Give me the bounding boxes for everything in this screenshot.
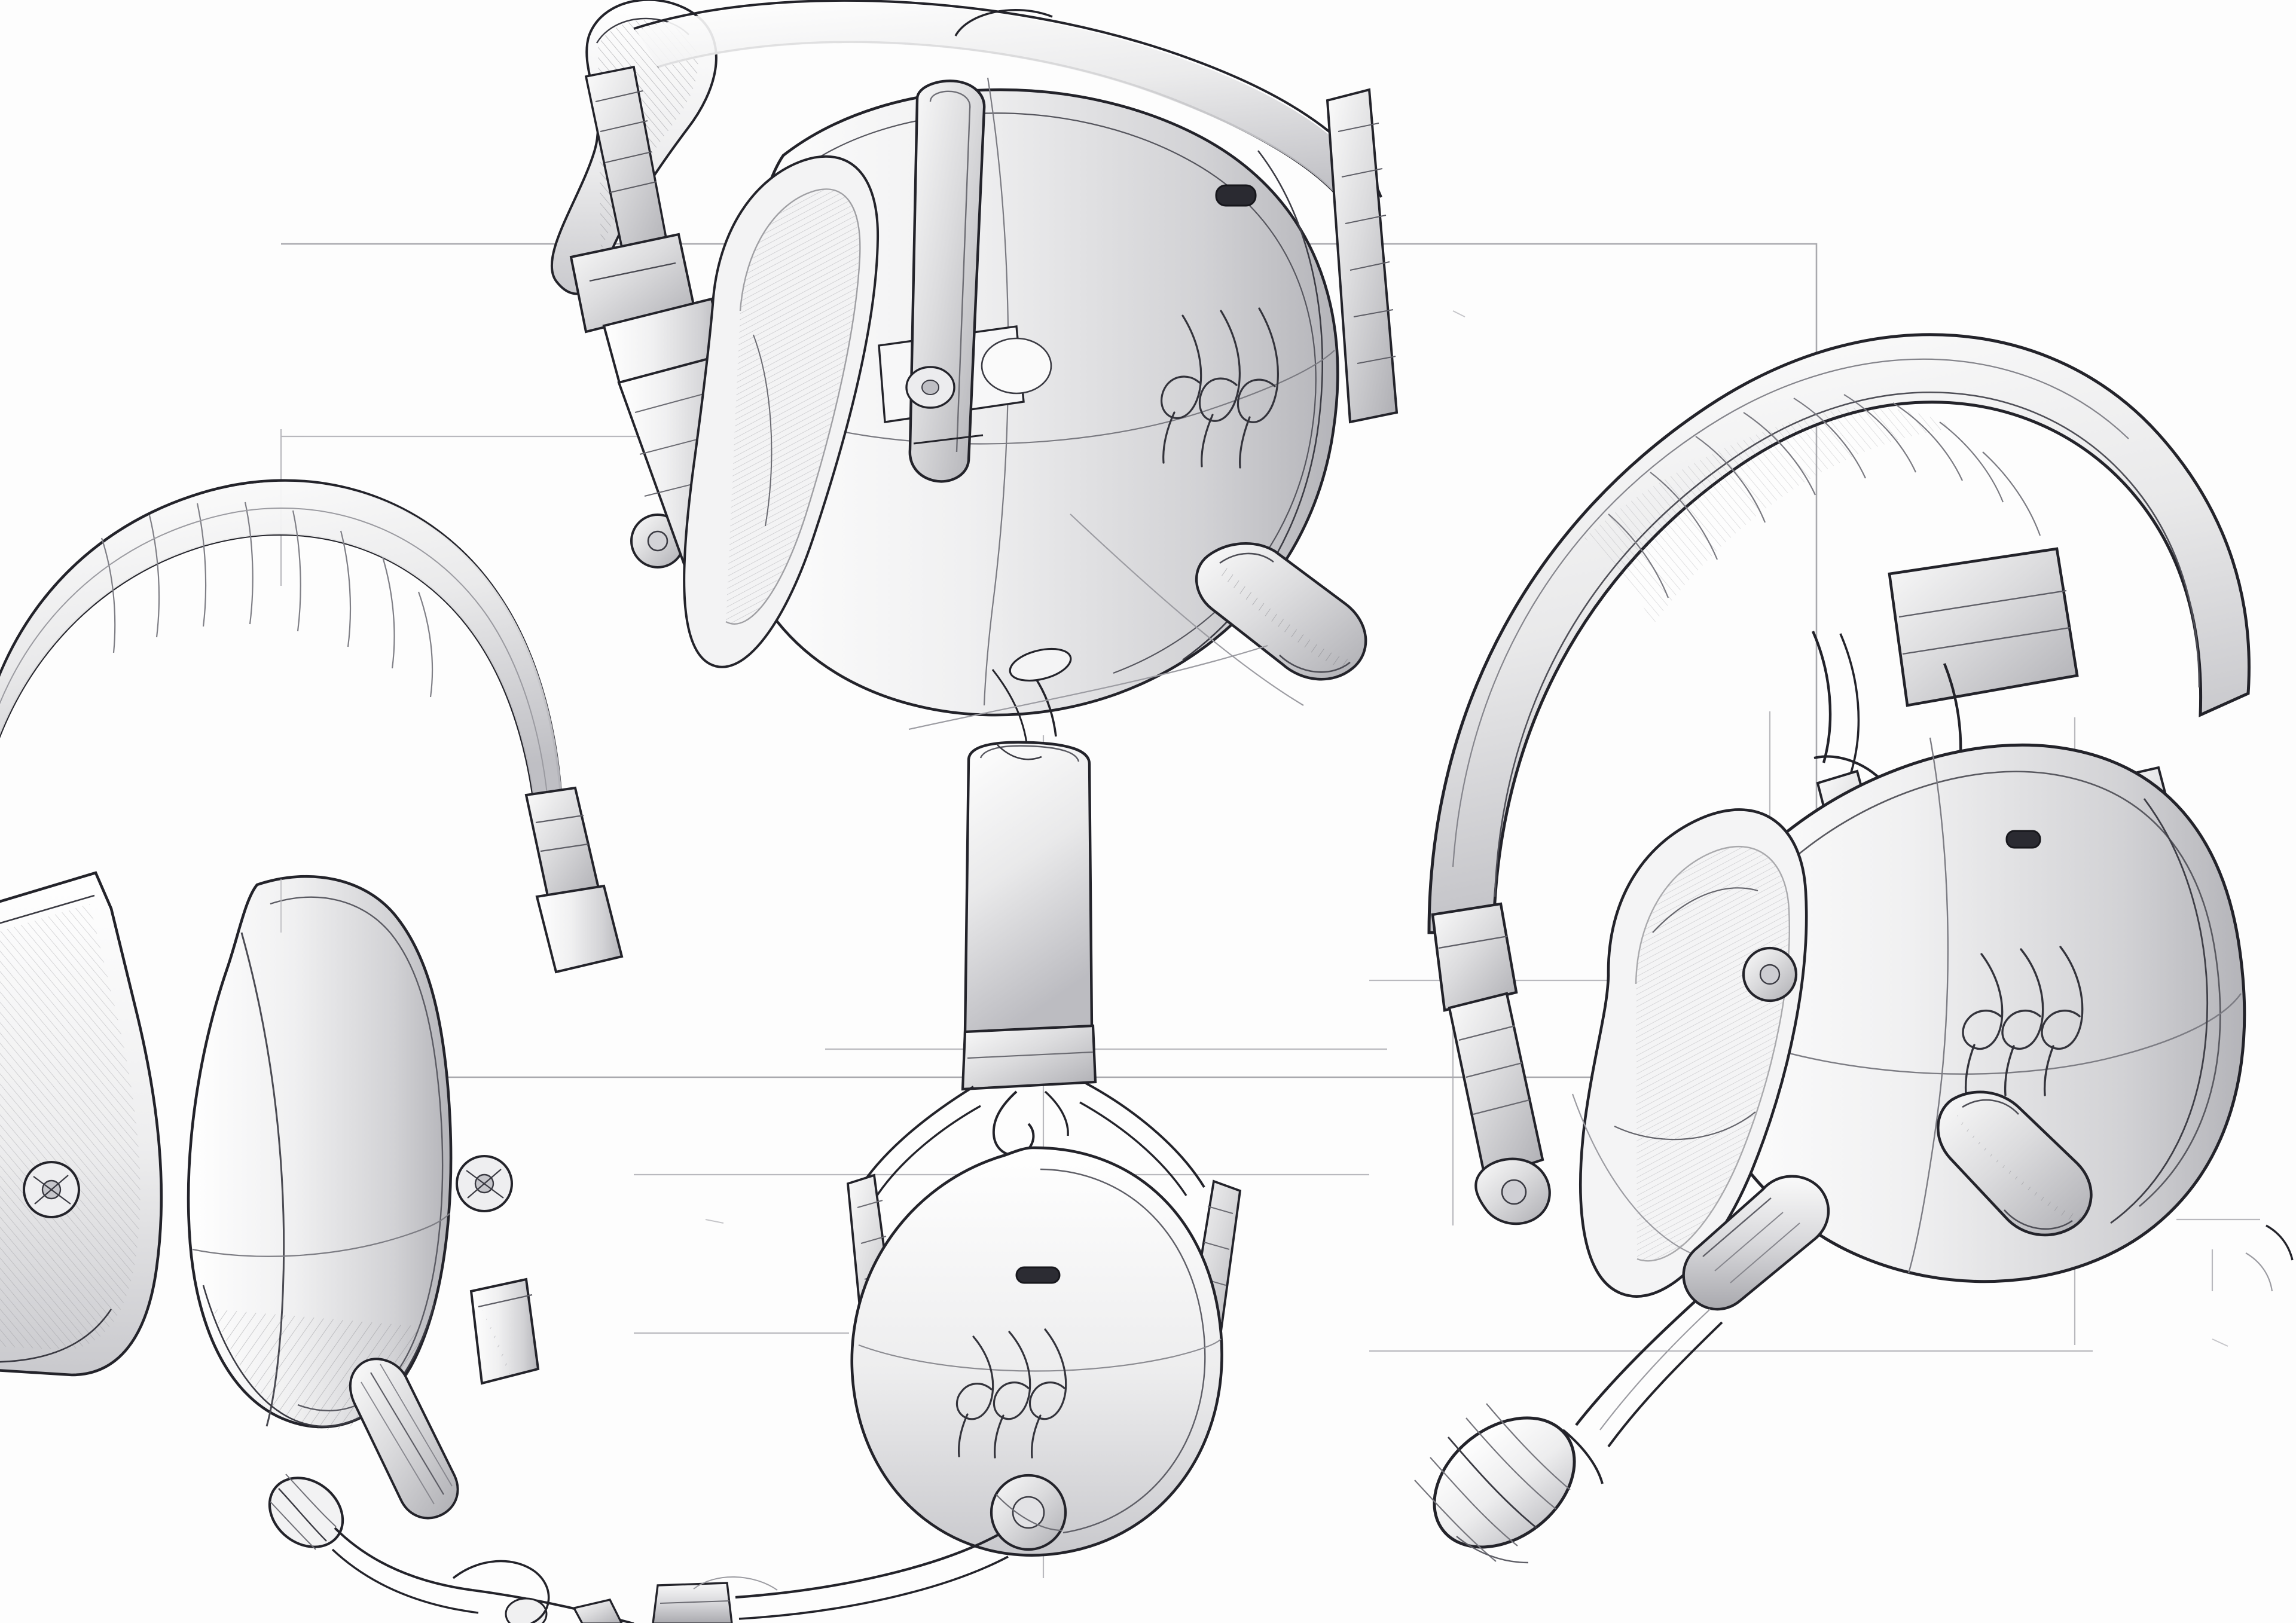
- brand-logo: [1962, 946, 2084, 1096]
- view-front-orthographic: [652, 741, 1242, 1623]
- view-side-folded: [0, 479, 634, 1623]
- view-hero-three-quarter: [1414, 333, 2294, 1564]
- view-top-three-quarter: [550, 0, 1399, 748]
- brand-logo: [1161, 307, 1279, 469]
- brand-logo: [955, 1328, 1067, 1459]
